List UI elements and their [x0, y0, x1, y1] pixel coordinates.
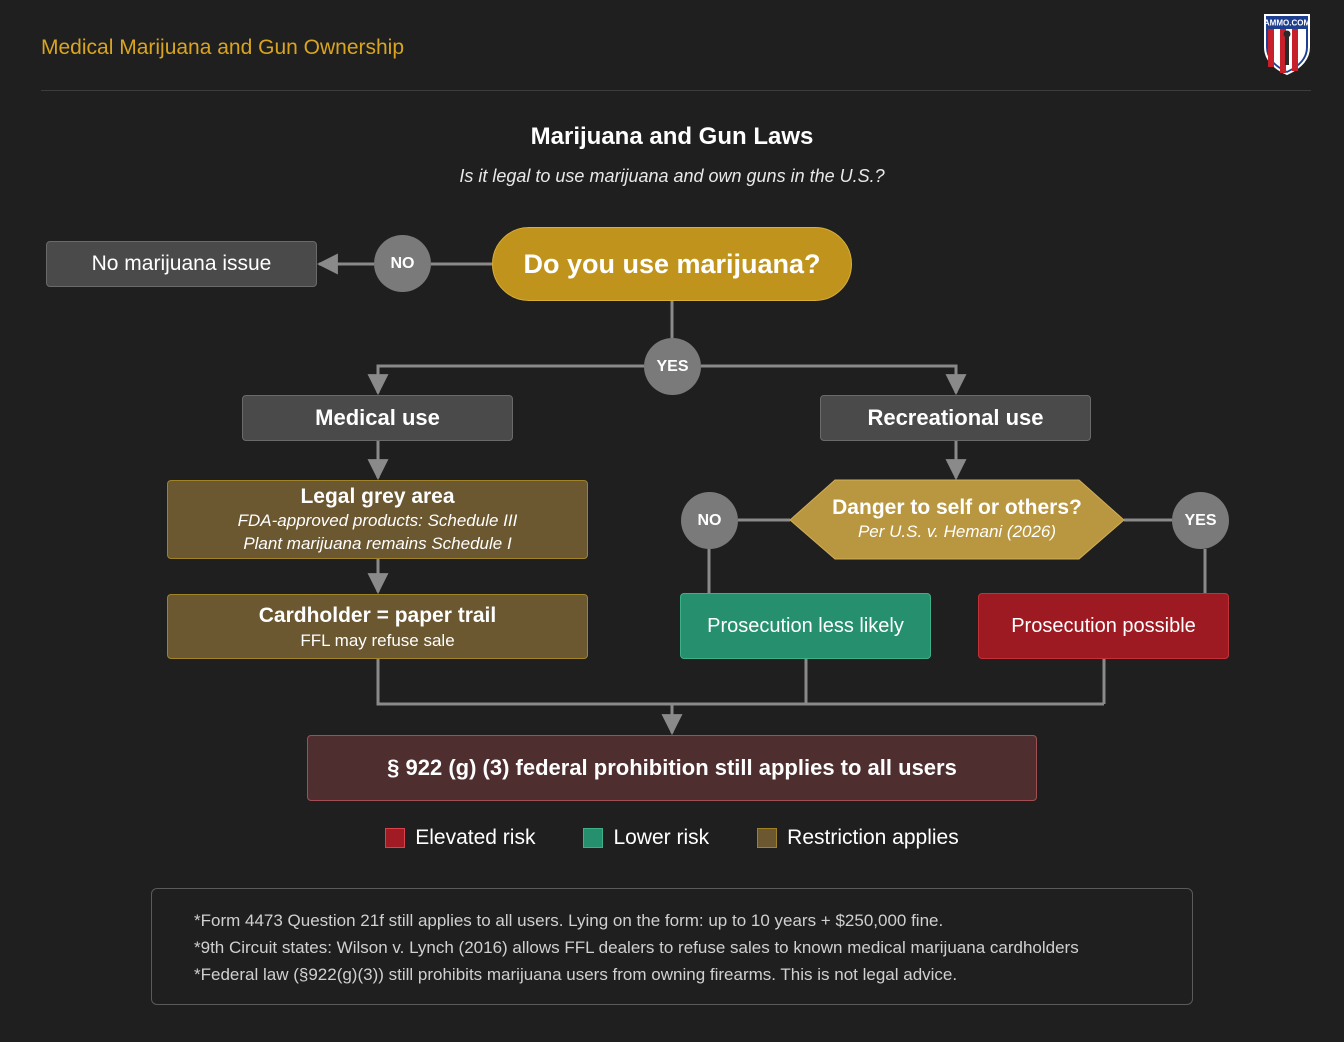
danger-question: Danger to self or others? Per U.S. v. He…	[790, 480, 1124, 559]
prosecution-possible-box: Prosecution possible	[978, 593, 1229, 659]
footnotes-box: *Form 4473 Question 21f still applies to…	[151, 888, 1193, 1005]
medical-use-box: Medical use	[242, 395, 513, 441]
footnote-3: *Federal law (§922(g)(3)) still prohibit…	[194, 965, 958, 984]
question-label: Do you use marijuana?	[523, 248, 821, 279]
recreational-use-label: Recreational use	[867, 405, 1044, 430]
ammo-logo: AMMO.COM	[1264, 14, 1311, 76]
legend-swatch-lower	[583, 828, 604, 848]
header-divider	[41, 90, 1311, 91]
recreational-use-box: Recreational use	[820, 395, 1091, 441]
grey-area-line1: FDA-approved products: Schedule III	[237, 511, 518, 530]
diagram-title: Marijuana and Gun Laws	[530, 123, 814, 150]
legend-elevated: Elevated risk	[385, 826, 535, 850]
legend-label-lower: Lower risk	[613, 826, 710, 849]
federal-label: § 922 (g) (3) federal prohibition still …	[387, 755, 957, 780]
line-yes-to-medical	[367, 364, 644, 396]
cardholder-title: Cardholder = paper trail	[258, 603, 497, 627]
legend-label-elevated: Elevated risk	[415, 826, 536, 849]
medical-use-label: Medical use	[315, 405, 440, 430]
logo-text: AMMO.COM	[1264, 19, 1311, 28]
no-marijuana-issue-box: No marijuana issue	[46, 241, 317, 287]
legend-swatch-restriction	[757, 828, 778, 848]
danger-title: Danger to self or others?	[832, 496, 1082, 519]
line-cardholder-down	[376, 659, 1104, 706]
footnote-1: *Form 4473 Question 21f still applies to…	[194, 911, 944, 930]
no-circle: NO	[374, 235, 431, 292]
no-issue-label: No marijuana issue	[91, 252, 272, 275]
page-header-title: Medical Marijuana and Gun Ownership	[41, 36, 405, 59]
elevated-label: Prosecution possible	[1011, 614, 1196, 637]
question-box: Do you use marijuana?	[492, 227, 852, 301]
grey-area-line2: Plant marijuana remains Schedule I	[243, 534, 512, 553]
danger-no-circle: NO	[681, 492, 738, 549]
legend-swatch-elevated	[385, 828, 406, 848]
footnote-2: *9th Circuit states: Wilson v. Lynch (20…	[194, 938, 1079, 957]
prosecution-less-likely-box: Prosecution less likely	[680, 593, 931, 659]
danger-diamond	[789, 479, 1125, 560]
line-yes-to-recreational	[701, 364, 967, 396]
legend-lower: Lower risk	[583, 826, 709, 850]
cardholder-line1: FFL may refuse sale	[300, 630, 455, 650]
legal-grey-area-box: Legal grey area FDA-approved products: S…	[167, 480, 588, 559]
legend-restriction: Restriction applies	[757, 826, 959, 850]
yes-circle: YES	[644, 338, 701, 395]
danger-line1: Per U.S. v. Hemani (2026)	[857, 522, 1057, 541]
lower-label: Prosecution less likely	[707, 614, 904, 637]
grey-area-title: Legal grey area	[300, 485, 455, 508]
federal-prohibition-box: § 922 (g) (3) federal prohibition still …	[307, 735, 1037, 801]
danger-yes-circle: YES	[1172, 492, 1229, 549]
cardholder-box: Cardholder = paper trail FFL may refuse …	[167, 594, 588, 659]
legend: Elevated risk Lower risk Restriction app…	[0, 826, 1344, 850]
diagram-subtitle: Is it legal to use marijuana and own gun…	[459, 166, 885, 186]
legend-label-restriction: Restriction applies	[787, 826, 959, 849]
